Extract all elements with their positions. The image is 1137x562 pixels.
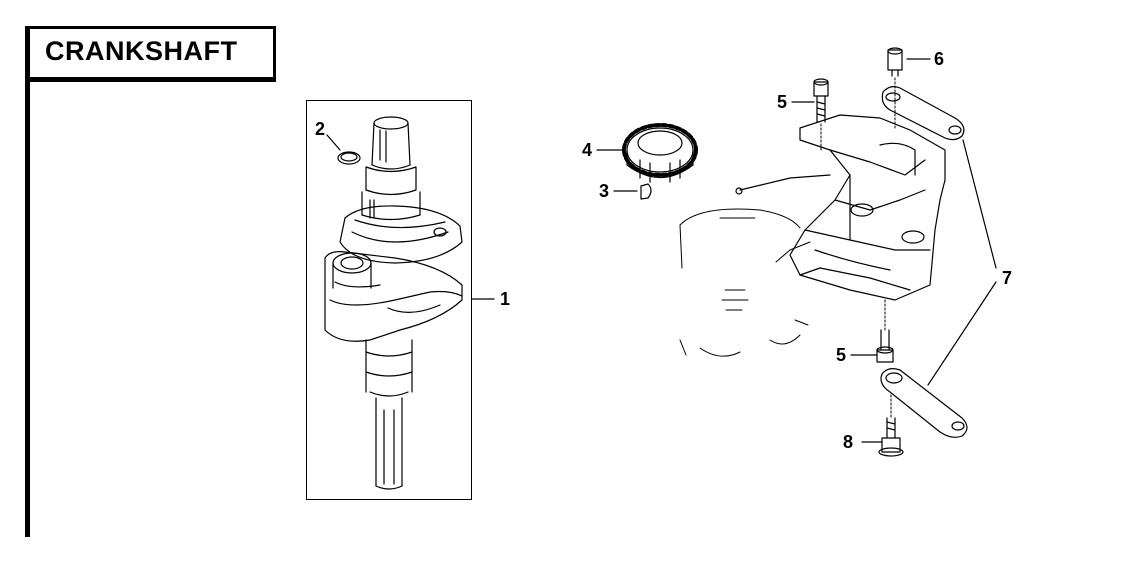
crankshaft-frame (306, 100, 472, 500)
title-box: CRANKSHAFT (25, 26, 276, 82)
leader-lines (326, 58, 997, 443)
cap-screw-drawing (887, 47, 903, 77)
callout-5-upper: 5 (777, 92, 788, 112)
callout-4: 4 (582, 140, 593, 160)
callout-1: 1 (500, 289, 511, 309)
callout-7: 7 (1002, 268, 1013, 288)
callout-3: 3 (599, 181, 610, 201)
key-drawing (640, 183, 652, 200)
gear-drawing (622, 123, 698, 183)
crankshaft-drawing (324, 116, 463, 490)
alignment-lines (820, 77, 896, 419)
flange-bolt-drawing (878, 417, 904, 457)
callout-2: 2 (315, 119, 326, 139)
callout-5-lower: 5 (836, 345, 847, 365)
callout-8: 8 (843, 432, 854, 452)
ring-drawing (337, 151, 361, 165)
lower-link-drawing (880, 368, 968, 438)
left-border-rule (25, 78, 30, 537)
callout-6: 6 (934, 49, 945, 69)
page-title: CRANKSHAFT (45, 36, 238, 66)
balancer-drawing (735, 114, 946, 301)
lower-bolt-drawing (876, 329, 894, 363)
phantom-lines (679, 208, 811, 357)
upper-bolt-drawing (813, 78, 829, 123)
